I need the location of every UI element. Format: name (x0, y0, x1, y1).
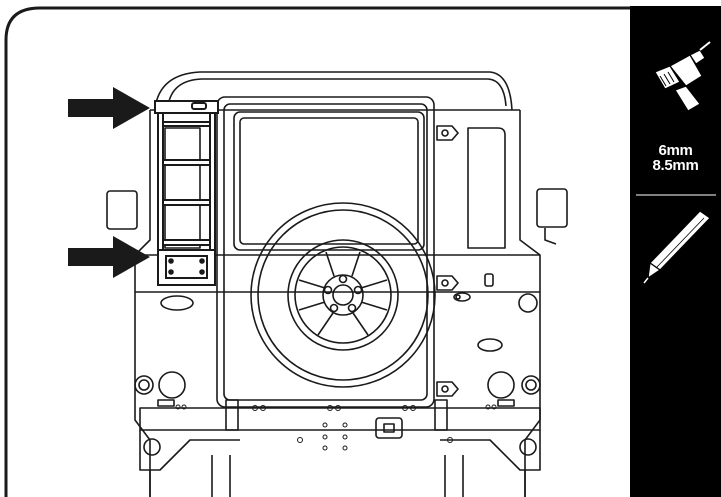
mirror-left (106, 190, 138, 230)
side-window-left (164, 127, 201, 249)
drill-icon (654, 41, 711, 112)
lower-lights-left (134, 371, 186, 407)
rear-bumper (139, 407, 541, 431)
arrow-upper-mount (68, 87, 150, 129)
vehicle-body-right (519, 110, 541, 497)
rear-light-left (160, 295, 194, 311)
door-hinges (436, 125, 459, 397)
rear-door-window (233, 111, 425, 251)
vehicle-body-left (134, 110, 151, 497)
side-window-right (467, 127, 506, 249)
spare-wheel (250, 202, 436, 388)
vehicle-roof (154, 71, 513, 111)
roof-ladder (154, 100, 219, 286)
drill-bit-size-large: 8.5mm (652, 157, 699, 174)
arrow-lower-mount (68, 236, 150, 278)
rear-door (216, 96, 435, 408)
door-handle (484, 273, 494, 287)
vehicle-roof-inner (167, 78, 507, 107)
marker-pen-icon (643, 210, 711, 284)
tow-hitch (375, 417, 403, 439)
lower-lights-right (487, 371, 541, 407)
drill-bit-size-small: 6mm (658, 142, 693, 159)
panel-border (4, 6, 640, 497)
mirror-right (536, 188, 568, 228)
